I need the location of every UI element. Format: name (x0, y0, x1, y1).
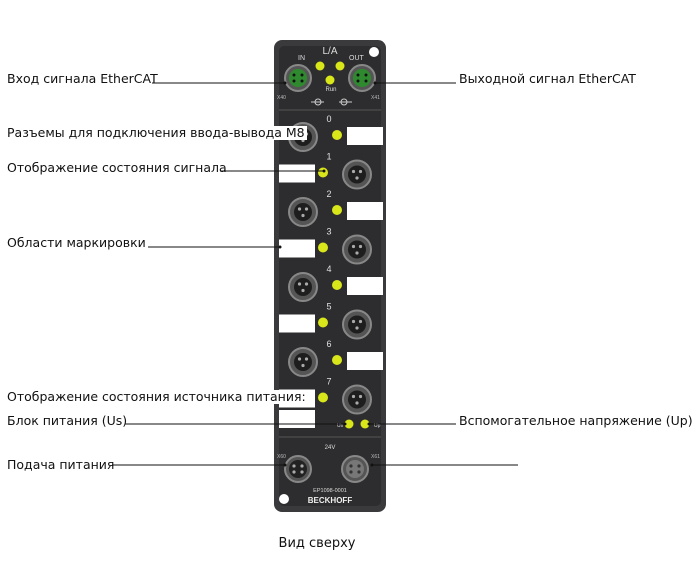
signal-led-6 (332, 355, 342, 365)
la-in-led (315, 61, 325, 71)
channel-number-3: 3 (326, 227, 331, 237)
m8-connectors-label: Разъемы для подключения ввода-вывода M8 (7, 125, 307, 140)
view-caption: Вид сверху (278, 536, 356, 551)
channel-number-0: 0 (326, 114, 331, 124)
io-connector-4 (288, 272, 318, 302)
mounting-hole-bottom-icon (279, 494, 289, 504)
out-text: OUT (349, 55, 365, 62)
us-led (344, 419, 354, 429)
marking-area-0 (347, 127, 383, 145)
in-text: IN (298, 55, 305, 62)
mounting-hole-top-icon (369, 47, 379, 57)
x60-text: X60 (277, 454, 286, 460)
marking-area-1 (279, 164, 315, 183)
signal-led-4 (332, 280, 342, 290)
callout-dots (278, 81, 377, 467)
power-in-connector (284, 455, 312, 483)
callout-lines (112, 82, 518, 466)
channel-number-2: 2 (326, 189, 331, 199)
la-out-led (335, 61, 345, 71)
power-out-connector (341, 455, 369, 483)
marking-area-2 (347, 202, 383, 220)
marking-areas-label: Области маркировки (7, 235, 146, 250)
voltage-text: 24V (325, 445, 336, 451)
power-supply-us-label: Блок питания (Us) (7, 413, 128, 428)
marking-area-power (279, 410, 315, 428)
io-connector-6 (288, 347, 318, 377)
us-text: Us (337, 423, 344, 429)
ethercat-in-connector (284, 64, 312, 92)
x61-text: X61 (371, 454, 380, 460)
aux-voltage-up-label: Вспомогательное напряжение (Up) (459, 413, 693, 428)
signal-led-1 (318, 167, 328, 178)
io-connector-5 (342, 309, 372, 340)
io-connector-7 (342, 384, 372, 415)
power-feed-label: Подача питания (7, 457, 115, 472)
ethercat-direction-icon (311, 98, 352, 106)
channel-number-1: 1 (326, 152, 331, 162)
power-status-heading: Отображение состояния источника питания: (7, 389, 308, 404)
signal-led-3 (318, 242, 328, 253)
io-connector-3 (342, 234, 372, 265)
ethercat-out-label: Выходной сигнал EtherCAT (459, 71, 636, 86)
io-connector-2 (288, 197, 318, 227)
signal-status-label: Отображение состояния сигнала (7, 160, 227, 175)
run-text: Run (325, 87, 336, 93)
signal-led-5 (318, 317, 328, 328)
io-connector-1 (342, 159, 372, 190)
brand-text: BECKHOFF (308, 496, 353, 505)
ethercat-out-connector (348, 64, 376, 92)
signal-led-2 (332, 205, 342, 215)
channel-number-7: 7 (326, 377, 331, 387)
marking-area-6 (347, 352, 383, 370)
x41-text: X41 (371, 95, 380, 101)
channel-number-6: 6 (326, 339, 331, 349)
ethercat-in-label: Вход сигнала EtherCAT (7, 71, 158, 86)
marking-area-4 (347, 277, 383, 295)
la-text: L/A (322, 46, 337, 57)
up-led (360, 419, 370, 429)
channel-number-4: 4 (326, 264, 331, 274)
marking-area-5 (279, 314, 315, 333)
signal-led-0 (332, 130, 342, 140)
marking-area-3 (279, 239, 315, 258)
x40-text: X40 (277, 95, 286, 101)
model-text: EP1098-0001 (313, 488, 347, 494)
signal-led-7 (318, 392, 328, 403)
run-led (325, 75, 335, 85)
up-text: Up (374, 423, 381, 429)
channel-number-5: 5 (326, 302, 331, 312)
